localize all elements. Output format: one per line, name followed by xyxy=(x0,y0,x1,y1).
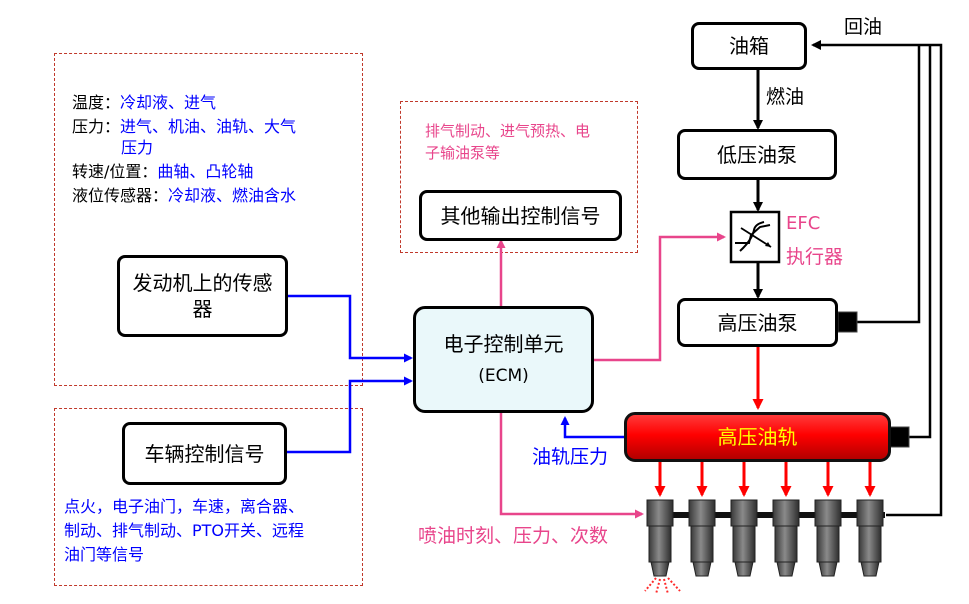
return-line-rail xyxy=(908,45,932,439)
vehicle-signals-line1: 点火，电子油门，车速，离合器、 xyxy=(64,497,305,516)
sensor-press-value: 进气、机油、油轨、大气 xyxy=(120,117,297,136)
high-pressure-pump-label: 高压油泵 xyxy=(717,310,798,335)
vehicle-signal-group-frame xyxy=(54,408,363,586)
return-line-pump xyxy=(856,45,921,324)
low-pressure-pump-label: 低压油泵 xyxy=(717,142,797,167)
return-oil-label: 回油 xyxy=(844,16,883,38)
pump-port xyxy=(837,311,858,333)
sensor-press-value-cont: 压力 xyxy=(121,138,154,157)
high-pressure-rail: 高压油轨 xyxy=(624,412,891,462)
other-outputs-label: 其他输出控制信号 xyxy=(440,203,601,228)
ecm-to-efc-line xyxy=(593,232,726,362)
output-group-frame xyxy=(400,101,638,253)
vehicle-control-label: 车辆控制信号 xyxy=(144,441,265,466)
injection-label: 喷油时刻、压力、次数 xyxy=(418,525,609,547)
actuator-label: 执行器 xyxy=(786,246,844,268)
injector-4 xyxy=(772,499,800,577)
vehicle-to-ecm-line xyxy=(287,376,413,454)
efc-label: EFC xyxy=(786,213,821,234)
rail-to-injector-arrows xyxy=(654,462,876,497)
vehicle-signals-line2: 制动、排气制动、PTO开关、远程 xyxy=(64,521,305,540)
fuel-spray-icon xyxy=(644,577,681,595)
other-outputs-box: 其他输出控制信号 xyxy=(419,190,622,241)
sensor-to-ecm-line xyxy=(287,294,413,363)
engine-sensors-box: 发动机上的传感器 xyxy=(117,255,288,337)
sensor-group-frame xyxy=(54,53,363,386)
sensor-press-label: 压力： xyxy=(72,117,121,136)
sensor-temp-value: 冷却液、进气 xyxy=(120,93,217,112)
sensor-speed-label: 转速/位置： xyxy=(72,162,158,181)
injector-2 xyxy=(688,499,716,577)
injector-5 xyxy=(814,499,842,577)
sensor-speed-value: 曲轴、凸轮轴 xyxy=(157,162,254,181)
ecm-to-injector-line xyxy=(499,412,644,519)
sensor-level-value: 冷却液、燃油含水 xyxy=(168,186,297,205)
output-info-line2: 子输油泵等 xyxy=(425,144,501,162)
rail-label: 高压油轨 xyxy=(717,425,798,449)
sensor-speed-line: 转速/位置：曲轴、凸轮轴 xyxy=(72,160,253,183)
efc-actuator-icon xyxy=(729,210,781,264)
sensor-temp-label: 温度： xyxy=(72,93,121,112)
vehicle-control-box: 车辆控制信号 xyxy=(122,422,287,485)
low-pressure-pump-box: 低压油泵 xyxy=(677,129,837,180)
rail-pressure-label: 油轨压力 xyxy=(532,446,609,468)
rail-port xyxy=(889,426,910,448)
sensor-press-line: 压力：进气、机油、油轨、大气 xyxy=(72,115,296,138)
injector-6 xyxy=(856,499,884,577)
ecm-label: 电子控制单元 xyxy=(443,332,564,357)
fuel-tank-box: 油箱 xyxy=(691,22,807,70)
fuel-tank-label: 油箱 xyxy=(729,34,769,58)
injector-3 xyxy=(730,499,758,577)
injector-1 xyxy=(646,499,674,577)
vehicle-signals-line3: 油门等信号 xyxy=(64,545,145,564)
return-line-outer xyxy=(811,40,943,517)
ecm-abbr: (ECM) xyxy=(478,366,529,387)
sensor-level-line: 液位传感器：冷却液、燃油含水 xyxy=(72,184,296,207)
sensor-temp-line: 温度：冷却液、进气 xyxy=(72,91,216,114)
output-info-line1: 排气制动、进气预热、电 xyxy=(425,122,591,140)
high-pressure-pump-box: 高压油泵 xyxy=(677,298,838,347)
rail-pressure-line xyxy=(560,416,624,439)
ecm-box: 电子控制单元 (ECM) xyxy=(413,306,594,413)
injector-row xyxy=(646,499,884,577)
fuel-label: 燃油 xyxy=(766,86,805,108)
sensor-level-label: 液位传感器： xyxy=(72,186,169,205)
engine-sensors-label: 发动机上的传感器 xyxy=(132,271,273,321)
